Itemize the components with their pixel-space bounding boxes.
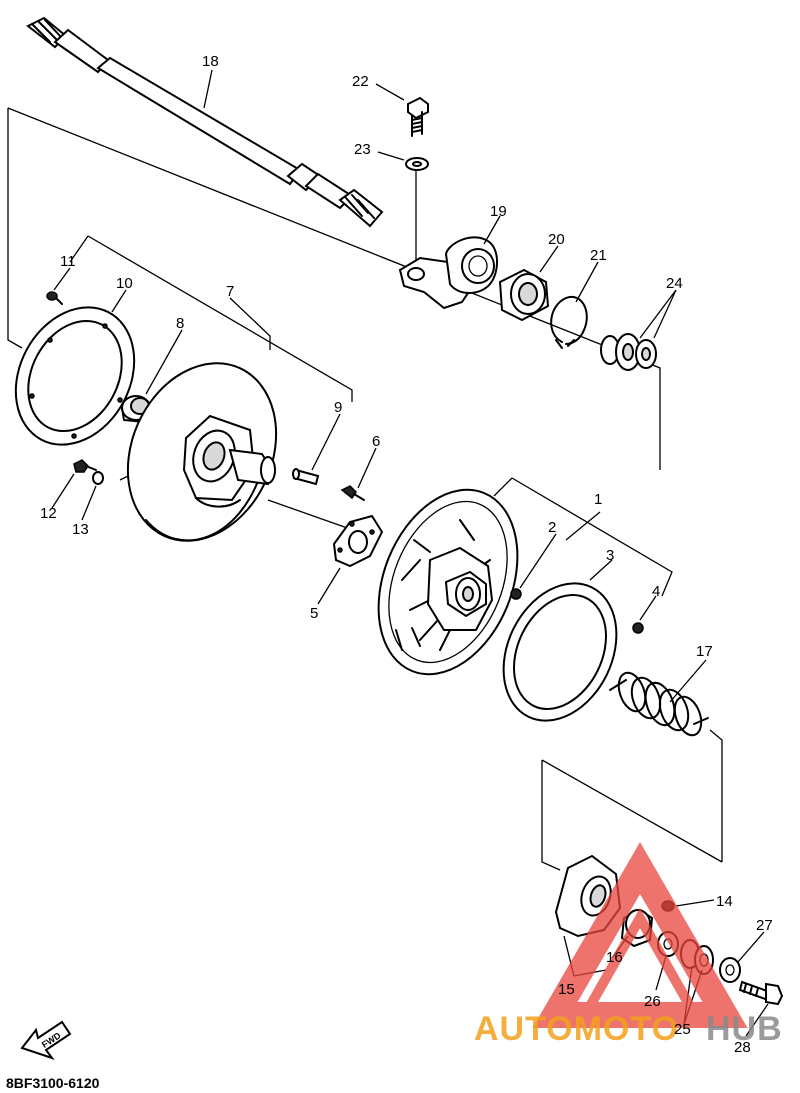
label-7: 7 [226,283,234,300]
sheave-part-7 [126,362,278,542]
label-3: 3 [606,547,614,564]
label-4: 4 [652,583,660,600]
circlip-part-21 [550,295,588,349]
spring-part-17 [609,671,709,737]
label-8: 8 [176,315,184,332]
label-23: 23 [354,141,371,158]
label-24: 24 [666,275,683,292]
part-code: 8BF3100-6120 [6,1075,100,1091]
plate-part-5 [332,514,384,568]
label-14: 14 [716,893,733,910]
callout-labels: 18 22 23 19 20 21 24 11 10 7 8 9 6 12 13… [40,53,773,1056]
label-1: 1 [594,491,602,508]
label-5: 5 [310,605,318,622]
bolt-part-11 [46,291,63,305]
label-26: 26 [644,993,661,1010]
label-15: 15 [558,981,575,998]
label-10: 10 [116,275,133,292]
bolt-part-28 [738,980,784,1006]
label-9: 9 [334,399,342,416]
bolt-part-12 [73,459,97,473]
bearing-housing-part-19 [398,236,498,310]
label-11: 11 [60,253,76,270]
screw-part-4 [632,622,644,634]
label-17: 17 [696,643,713,660]
label-18: 18 [202,53,219,70]
washer-part-13 [92,471,104,485]
washer-part-27 [719,957,741,983]
label-12: 12 [40,505,57,522]
spacers-part-24 [600,333,657,371]
label-6: 6 [372,433,380,450]
bolt-part-6 [340,485,365,501]
plate-part-3 [502,582,618,722]
fwd-arrow-icon: FWD [20,1020,72,1060]
plate-part-10 [14,306,136,446]
label-28: 28 [734,1039,751,1056]
label-22: 22 [352,73,369,90]
leader-frames [7,107,723,871]
label-20: 20 [548,231,565,248]
label-13: 13 [72,521,89,538]
label-27: 27 [756,917,773,934]
washer-part-23 [405,157,429,171]
pin-part-9 [292,468,320,486]
shaft-part-18 [26,16,384,228]
watermark-hub-text: HUB [706,1010,783,1048]
bearing-part-20 [498,268,550,322]
screw-part-2 [510,588,522,600]
label-21: 21 [590,247,607,264]
bolt-part-22 [407,96,429,137]
label-25: 25 [674,1021,691,1038]
label-19: 19 [490,203,507,220]
label-2: 2 [548,519,556,536]
automotohub-watermark-logo [532,842,748,1028]
sheave-part-1 [377,488,519,676]
watermark-auto-text: AUTOMOTO [474,1010,679,1048]
label-16: 16 [606,949,623,966]
